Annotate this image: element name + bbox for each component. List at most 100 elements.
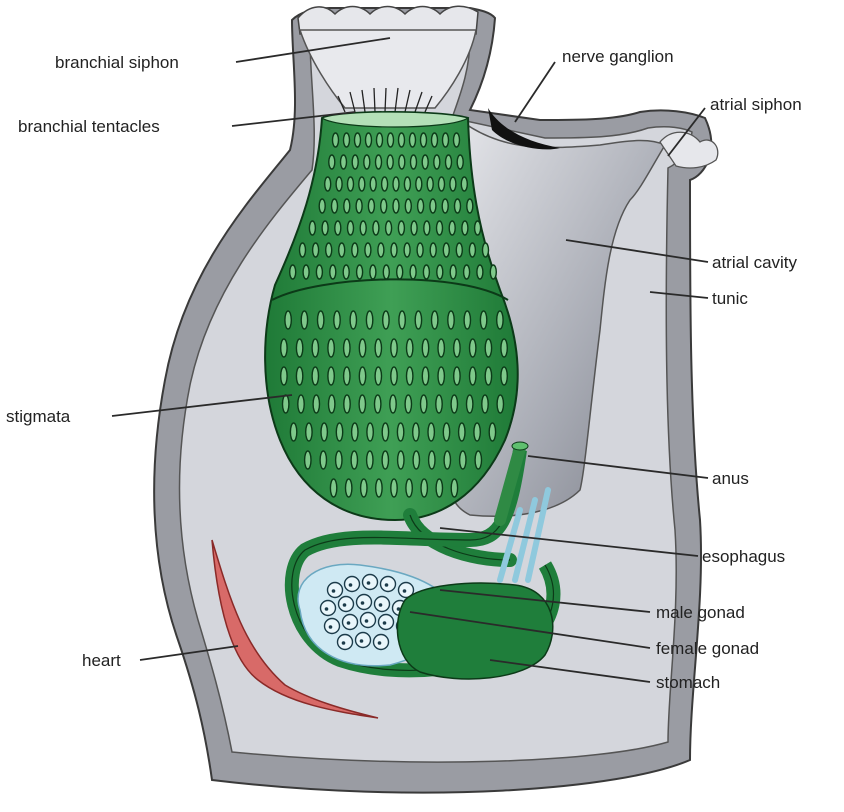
stigma-slit [319,199,325,213]
stigma-slit [470,339,476,357]
stigma-slit [382,451,388,469]
stigma-slit [344,367,350,385]
stigma-slit [421,395,427,413]
stigma-slit [370,265,376,279]
gonad-cell [361,613,376,628]
stigma-slit [359,367,365,385]
stigma-slit [410,133,416,147]
stigma-slit [405,199,411,213]
gonad-cell-nucleus [349,583,353,587]
stigma-slit [436,395,442,413]
stigma-slit [391,479,397,497]
stigma-slit [339,243,345,257]
label-stigmata: stigmata [6,407,71,426]
stigma-slit [432,311,438,329]
stigma-slit [303,265,309,279]
stigma-slit [413,451,419,469]
stigma-slit [366,311,372,329]
stigma-slit [421,133,427,147]
stigma-slit [501,367,507,385]
stigma-slit [430,199,436,213]
stigma-slit [424,221,430,235]
stigma-slit [352,155,358,169]
stigma-slit [393,199,399,213]
gonad-cell-nucleus [383,621,387,625]
stigma-slit [313,243,319,257]
anus-opening [512,442,528,450]
stigma-slit [313,395,319,413]
gonad-cell [379,615,394,630]
stigma-slit [393,177,399,191]
stigma-slit [322,221,328,235]
stigma-slit [373,221,379,235]
stigma-slit [422,155,428,169]
stigma-slit [301,311,307,329]
stigma-slit [391,367,397,385]
gonad-cell-nucleus [343,603,347,607]
stigma-slit [397,423,403,441]
stigma-slit [417,243,423,257]
gonad-cell [325,619,340,634]
gonad-cell [357,595,372,610]
stigma-slit [330,265,336,279]
stigma-slit [430,243,436,257]
stigma-slit [460,451,466,469]
gonad-cell-nucleus [367,581,371,585]
stigma-slit [326,243,332,257]
stigma-slit [454,339,460,357]
stigma-slit [397,265,403,279]
stigma-slit [429,451,435,469]
stigma-slit [459,423,465,441]
stigma-slit [368,199,374,213]
stigma-slit [356,199,362,213]
stigma-slit [390,395,396,413]
stigma-slit [444,451,450,469]
stigma-slit [344,395,350,413]
stigma-slit [298,395,304,413]
stigma-slit [281,339,287,357]
stigma-slit [350,311,356,329]
stigma-slit [404,177,410,191]
stigma-slit [469,243,475,257]
stigma-slit [438,339,444,357]
stigma-slit [305,451,311,469]
stigma-slit [475,451,481,469]
stigma-slit [501,339,507,357]
stigma-slit [475,221,481,235]
stigma-slit [387,155,393,169]
stigma-slit [386,221,392,235]
stigma-slit [333,133,339,147]
stigma-slit [456,243,462,257]
stigma-slit [421,479,427,497]
stigma-slit [442,199,448,213]
stigma-slit [334,311,340,329]
stigma-slit [490,265,496,279]
stigma-slit [462,221,468,235]
gonad-cell-nucleus [332,589,336,593]
label-atrial-siphon: atrial siphon [710,95,802,114]
stigma-slit [451,395,457,413]
stigma-slit [398,451,404,469]
stigma-slit [464,311,470,329]
stigma-slit [312,367,318,385]
stigma-slit [483,243,489,257]
stigma-slit [497,311,503,329]
stigma-slit [316,265,322,279]
leader-nerve-ganglion [515,62,555,122]
stigma-slit [351,451,357,469]
stigma-slit [450,177,456,191]
stigma-slit [359,395,365,413]
stigma-slit [450,265,456,279]
stigma-slit [418,199,424,213]
stigma-slit [312,339,318,357]
stigma-slit [399,311,405,329]
stigma-slit [367,451,373,469]
label-nerve-ganglion: nerve ganglion [562,47,674,66]
stigma-slit [296,367,302,385]
stigma-slit [335,221,341,235]
stigma-slit [376,479,382,497]
gonad-cell-nucleus [342,641,346,645]
stigma-slit [281,367,287,385]
